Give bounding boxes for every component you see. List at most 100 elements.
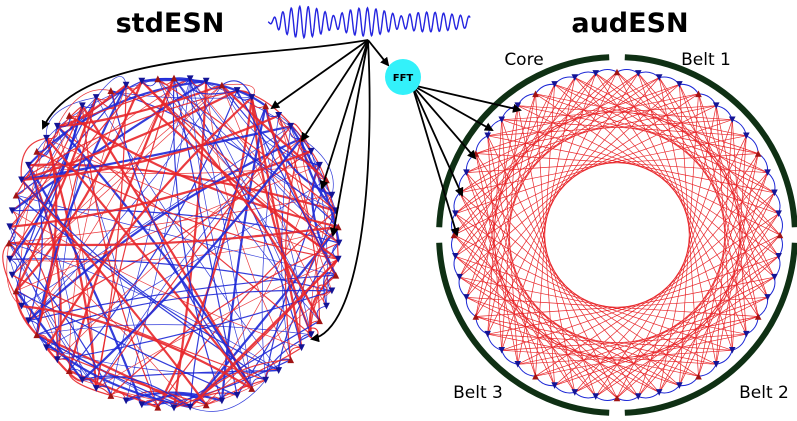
aud-node-inhibitory bbox=[498, 116, 506, 124]
std-node-inhibitory bbox=[307, 147, 315, 155]
aud-edge bbox=[574, 77, 768, 173]
aud-edge bbox=[501, 73, 597, 351]
std-node-excitatory bbox=[202, 401, 210, 409]
aud-node-inhibitory bbox=[452, 252, 459, 260]
region-label-core: Core bbox=[504, 50, 543, 70]
std-edge bbox=[265, 334, 312, 381]
std-node-excitatory bbox=[107, 87, 115, 94]
aud-edge bbox=[698, 93, 747, 335]
std-edge bbox=[6, 242, 22, 307]
std-rim-edge bbox=[330, 258, 339, 276]
std-node-excitatory bbox=[107, 392, 115, 399]
aud-edge bbox=[731, 135, 747, 351]
std-edge bbox=[27, 164, 43, 321]
input-arrow-aud bbox=[411, 84, 477, 160]
std-edge bbox=[21, 179, 279, 372]
std-node-inhibitory bbox=[248, 94, 256, 101]
fft-label: FFT bbox=[393, 73, 414, 84]
aud-edge bbox=[517, 105, 576, 393]
std-node-inhibitory bbox=[233, 392, 241, 399]
std-node-inhibitory bbox=[170, 404, 178, 412]
aud-edge bbox=[455, 77, 660, 214]
std-edge bbox=[57, 78, 191, 127]
std-edge bbox=[56, 125, 312, 336]
aud-rim-edge bbox=[595, 69, 618, 74]
input-arrow-aud bbox=[411, 84, 522, 113]
aud-edge bbox=[679, 93, 699, 386]
aud-edge bbox=[501, 119, 519, 365]
std-edge bbox=[11, 274, 266, 381]
aud-edge bbox=[679, 84, 775, 278]
aud-rim-edge bbox=[716, 350, 733, 365]
aud-node-excitatory bbox=[472, 313, 480, 320]
region-label-belt-1: Belt 1 bbox=[681, 50, 731, 70]
std-node-inhibitory bbox=[53, 122, 61, 130]
aud-edge bbox=[535, 84, 555, 377]
std-edge bbox=[15, 194, 267, 381]
aud-node-inhibitory bbox=[463, 294, 470, 301]
std-node-inhibitory bbox=[78, 376, 86, 384]
std-edge bbox=[56, 89, 111, 127]
std-node-excitatory bbox=[332, 271, 340, 279]
std-node-inhibitory bbox=[233, 87, 241, 94]
aud-edge bbox=[715, 105, 759, 317]
aud-node-inhibitory bbox=[571, 74, 579, 81]
aud-node-inhibitory bbox=[743, 132, 750, 140]
aud-node-inhibitory bbox=[764, 294, 771, 301]
aud-edge bbox=[453, 73, 596, 236]
aud-edge bbox=[455, 93, 699, 257]
aud-edge bbox=[501, 349, 717, 365]
aud-edge bbox=[595, 73, 759, 317]
std-node-inhibitory bbox=[43, 134, 50, 142]
aud-edge bbox=[574, 77, 779, 214]
aud-node-inhibitory bbox=[775, 252, 782, 260]
aud-node-inhibitory bbox=[571, 389, 579, 396]
aud-edge bbox=[466, 297, 660, 393]
std-edge bbox=[236, 90, 337, 276]
aud-edge bbox=[638, 73, 781, 236]
aud-edge bbox=[487, 135, 775, 194]
aud-edge bbox=[698, 172, 768, 377]
aud-edge bbox=[459, 135, 747, 194]
std-edge bbox=[189, 78, 238, 95]
aud-edge bbox=[475, 73, 639, 317]
aud-edge bbox=[487, 119, 733, 137]
input-arrow-std bbox=[300, 39, 369, 142]
aud-node-excitatory bbox=[613, 68, 621, 76]
std-node-inhibitory bbox=[323, 302, 330, 310]
aud-node-inhibitory bbox=[551, 81, 558, 88]
aud-rim-edge bbox=[698, 364, 717, 377]
input-signal-waveform bbox=[267, 4, 471, 40]
aud-edge bbox=[455, 213, 576, 393]
aud-node-inhibitory bbox=[771, 273, 778, 281]
aud-edge bbox=[517, 234, 781, 365]
aud-edge bbox=[475, 153, 519, 365]
std-node-inhibitory bbox=[316, 161, 323, 169]
aud-edge bbox=[455, 256, 660, 393]
std-edge bbox=[95, 126, 291, 389]
region-label-belt-2: Belt 2 bbox=[739, 383, 789, 403]
std-edge bbox=[141, 80, 321, 322]
std-edge bbox=[157, 210, 337, 408]
input-arrow-std bbox=[310, 39, 371, 343]
aud-node-inhibitory bbox=[728, 116, 736, 124]
std-edge bbox=[250, 97, 303, 348]
std-rim-edge bbox=[21, 164, 32, 181]
std-edge bbox=[261, 115, 280, 381]
aud-edge bbox=[595, 73, 781, 236]
aud-edge bbox=[459, 84, 680, 194]
aud-node-inhibitory bbox=[771, 189, 778, 197]
std-rim-edge bbox=[12, 274, 21, 292]
std-node-inhibitory bbox=[6, 255, 14, 263]
aud-edge bbox=[595, 234, 781, 397]
std-edge bbox=[15, 164, 320, 292]
aud-edge bbox=[475, 105, 519, 317]
std-edge bbox=[190, 379, 266, 412]
aud-edge bbox=[616, 213, 779, 399]
input-arrow-aud bbox=[411, 84, 460, 237]
std-edge bbox=[110, 242, 340, 396]
aud-edge bbox=[658, 105, 717, 393]
std-node-excitatory bbox=[33, 331, 41, 339]
std-node-inhibitory bbox=[186, 75, 194, 83]
